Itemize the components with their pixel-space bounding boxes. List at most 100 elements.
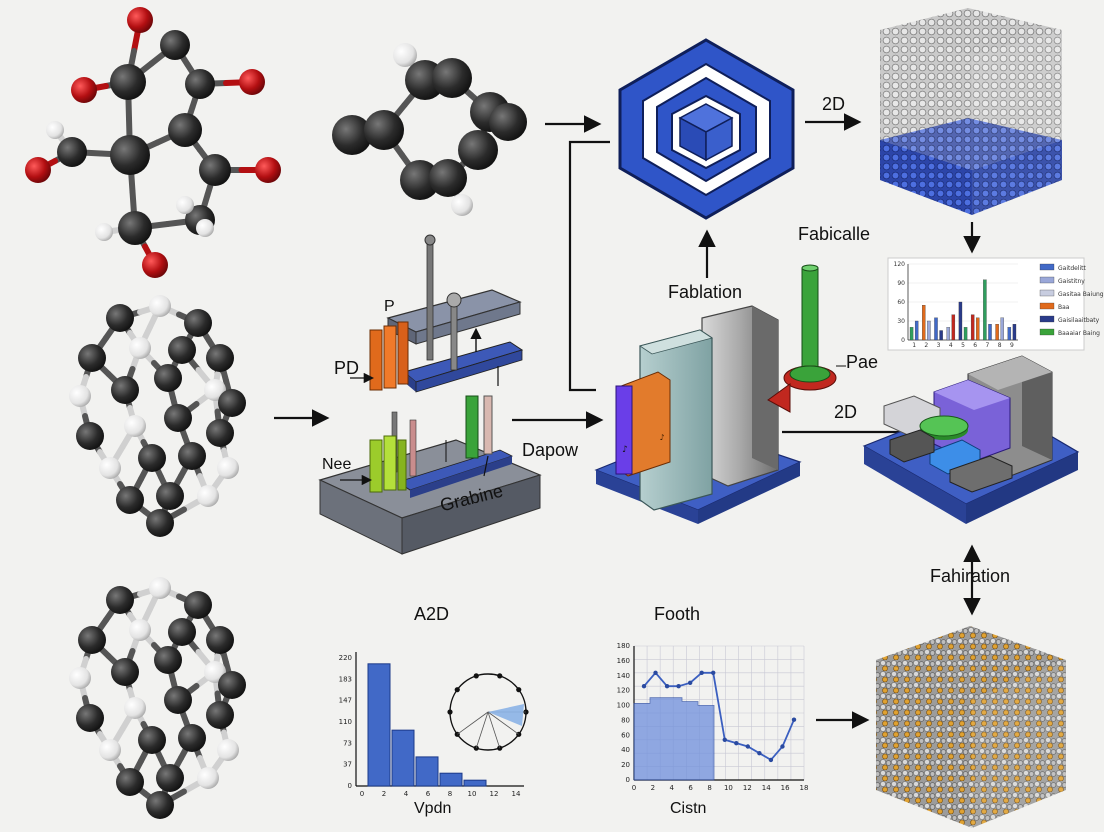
bar [970, 314, 975, 341]
y-tick-label: 180 [617, 642, 630, 650]
carbon-atom [57, 137, 87, 167]
tick-label: 90 [897, 280, 905, 287]
oxygen-atom [71, 77, 97, 103]
x-tick-label: 8 [998, 342, 1002, 349]
legend-swatch [1039, 289, 1055, 297]
bar [1012, 324, 1017, 341]
bar [914, 320, 919, 341]
carbon-atom [206, 344, 234, 372]
y-tick-label: 73 [343, 739, 352, 747]
data-point [676, 684, 681, 689]
hydrogen-atom [46, 121, 64, 139]
hydrogen-atom [124, 697, 146, 719]
y-tick-label: 147 [339, 697, 352, 705]
x-tick-label: 4 [949, 342, 953, 349]
legend-swatch [1039, 302, 1055, 310]
bar [988, 324, 992, 341]
spoke [475, 711, 489, 749]
bar [995, 324, 999, 341]
carbon-atom [118, 211, 152, 245]
carbon-atom [154, 364, 182, 392]
hydrogen-atom [69, 667, 91, 689]
carbon-atom [156, 764, 184, 792]
data-point [768, 757, 774, 763]
carbon-atom [146, 509, 174, 537]
carbon-atom [76, 422, 104, 450]
data-point [687, 680, 693, 686]
x-tick-label: 4 [670, 784, 675, 792]
x-tick-label: 10 [468, 790, 477, 798]
bar [934, 317, 938, 341]
label-dapow: Dapow [522, 440, 579, 460]
oxygen-atom [255, 157, 281, 183]
tick-label: 0 [901, 337, 905, 344]
hydrogen-atom [217, 457, 239, 479]
carbon-atom [168, 113, 202, 147]
label-footh: Footh [654, 604, 701, 624]
carbon-atom [156, 482, 184, 510]
carbon-atom [184, 591, 212, 619]
carbon-atom [206, 419, 234, 447]
bar [1000, 317, 1004, 341]
label-p: P [384, 298, 395, 315]
x-tick-label: 16 [781, 784, 790, 792]
legend-swatch [1039, 276, 1055, 284]
carbon-atom [146, 791, 174, 819]
bar [415, 756, 439, 787]
hydrogen-atom [393, 43, 417, 67]
carbon-atom [432, 58, 472, 98]
label-vpdn: Vpdn [414, 800, 452, 817]
carbon-atom [160, 30, 190, 60]
carbon-atom [111, 658, 139, 686]
x-tick-label: 0 [360, 790, 364, 798]
tick-label: 30 [897, 318, 905, 325]
carbon-atom [184, 309, 212, 337]
carbon-atom [332, 115, 372, 155]
legend-label: Gaisilaaitbaty [1058, 317, 1100, 324]
arrow-bracket [568, 140, 610, 392]
carbon-atom [106, 304, 134, 332]
molecule-ring [332, 43, 527, 216]
hexagon-cube-icon [618, 38, 795, 220]
x-tick-label: 6 [973, 342, 977, 349]
carbon-atom [178, 442, 206, 470]
press-apparatus [318, 234, 542, 555]
label-pd: PD [334, 358, 360, 378]
data-point [653, 670, 658, 675]
data-point [780, 744, 785, 749]
x-tick-label: 1 [912, 342, 916, 349]
circle-node [473, 673, 479, 679]
oxygen-atom [25, 157, 51, 183]
carbon-atom [164, 404, 192, 432]
carbon-atom [364, 110, 404, 150]
circle-node [516, 687, 522, 693]
carbon-atom [218, 389, 246, 417]
nanoparticle-cube-bottom [876, 626, 1066, 828]
bar [976, 317, 980, 341]
carbon-atom [458, 130, 498, 170]
y-tick-label: 20 [621, 761, 630, 769]
label-2d-top: 2D [822, 94, 846, 114]
x-tick-label: 10 [724, 784, 733, 792]
hydrogen-atom [217, 739, 239, 761]
oxygen-atom [142, 252, 168, 278]
carbon-atom [218, 671, 246, 699]
carbon-atom [78, 626, 106, 654]
carbon-atom [178, 724, 206, 752]
green-rod-with-ring [767, 264, 846, 413]
hydrogen-atom [451, 194, 473, 216]
molecule-cage-upper [69, 295, 246, 537]
carbon-atom [185, 69, 215, 99]
oxygen-atom [239, 69, 265, 95]
label-fabicalle: Fabicalle [798, 224, 871, 244]
x-tick-label: 6 [426, 790, 431, 798]
machine-platform [862, 355, 1080, 524]
x-tick-label: 2 [382, 790, 386, 798]
data-point [745, 744, 751, 749]
oxygen-atom [127, 7, 153, 33]
